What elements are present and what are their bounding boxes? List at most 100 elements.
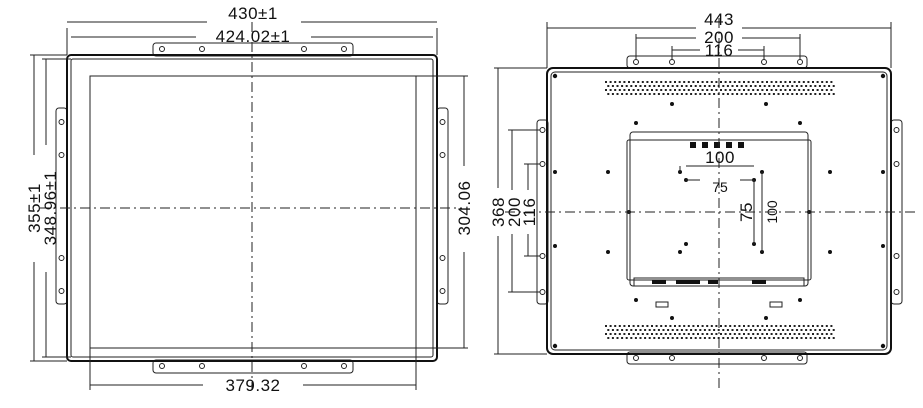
vent-hole: [729, 89, 732, 91]
vent-hole: [761, 81, 764, 83]
vent-hole: [653, 329, 656, 331]
vent-hole: [747, 81, 750, 83]
vent-hole: [708, 329, 711, 331]
vent-hole: [611, 85, 614, 87]
vent-hole: [683, 89, 686, 91]
vent-hole: [726, 85, 729, 87]
vent-hole: [676, 337, 679, 339]
vent-hole: [814, 329, 817, 331]
vent-hole: [782, 93, 785, 95]
dim-front-inner-height: 348.96±1: [41, 171, 60, 246]
vent-hole: [791, 85, 794, 87]
front-bracket-hole: [301, 46, 307, 52]
vent-hole: [772, 329, 775, 331]
vent-hole: [805, 337, 808, 339]
vent-hole: [823, 329, 826, 331]
dim-front-overall-width: 430±1: [228, 4, 278, 23]
vent-hole: [676, 329, 679, 331]
vent-hole: [717, 329, 720, 331]
vent-hole: [674, 333, 676, 335]
vent-hole: [766, 81, 768, 83]
vent-hole: [701, 89, 704, 91]
vent-hole: [685, 329, 688, 331]
vent-hole: [756, 89, 759, 91]
vent-hole: [699, 337, 702, 339]
vent-hole: [805, 93, 808, 95]
vent-hole: [609, 81, 612, 83]
vent-hole: [816, 333, 819, 335]
dim-front-active-height: 304.06: [455, 181, 474, 236]
vent-hole: [791, 329, 794, 331]
vent-hole: [747, 89, 750, 91]
vent-hole: [690, 329, 693, 331]
vent-hole: [664, 333, 667, 335]
vent-hole: [789, 325, 791, 327]
vent-hole: [706, 89, 709, 91]
vent-hole: [715, 325, 718, 327]
vent-hole: [641, 333, 644, 335]
vent-hole: [738, 333, 741, 335]
vent-hole: [669, 333, 672, 335]
vent-hole: [676, 85, 679, 87]
vent-hole: [745, 85, 748, 87]
vent-hole: [715, 89, 718, 91]
vent-hole: [782, 85, 785, 87]
vent-hole: [775, 325, 778, 327]
vent-hole: [651, 325, 653, 327]
vent-hole: [646, 325, 649, 327]
vent-hole: [759, 85, 762, 87]
vent-hole: [800, 85, 803, 87]
vent-hole: [825, 325, 828, 327]
vent-hole: [646, 89, 649, 91]
vent-hole: [713, 337, 716, 339]
vent-hole: [694, 329, 697, 331]
vent-hole: [825, 81, 828, 83]
vent-hole: [616, 93, 619, 95]
vent-hole: [611, 329, 614, 331]
vent-hole: [724, 325, 727, 327]
vent-hole: [639, 93, 642, 95]
vent-hole: [722, 93, 725, 95]
vent-hole: [713, 329, 716, 331]
dim-rear-hole-span-200: 200: [704, 28, 734, 47]
vent-hole: [777, 85, 780, 87]
vent-hole: [791, 93, 794, 95]
vent-hole: [793, 81, 796, 83]
vent-hole: [651, 89, 653, 91]
vent-hole: [644, 337, 647, 339]
vent-hole: [828, 93, 831, 95]
vent-hole: [685, 85, 688, 87]
vent-hole: [720, 325, 722, 327]
vent-hole: [710, 325, 713, 327]
vent-hole: [660, 89, 663, 91]
vent-hole: [653, 93, 656, 95]
vent-hole: [628, 89, 630, 91]
vent-hole: [607, 337, 610, 339]
vent-hole: [832, 337, 835, 339]
vent-hole: [821, 325, 824, 327]
vent-hole: [786, 93, 789, 95]
vent-hole: [805, 85, 808, 87]
vent-hole: [671, 93, 674, 95]
vent-hole: [807, 89, 810, 91]
vent-hole: [816, 89, 819, 91]
vent-hole: [807, 325, 810, 327]
vent-hole: [660, 81, 663, 83]
vent-hole: [752, 89, 755, 91]
vent-hole: [772, 93, 775, 95]
dim-rear-height-200: 200: [505, 197, 524, 227]
vent-hole: [667, 85, 670, 87]
vent-hole: [683, 325, 686, 327]
vent-hole: [786, 329, 789, 331]
dim-rear-vesa-75-h: 75: [712, 179, 728, 195]
vent-hole: [823, 85, 826, 87]
vent-hole: [738, 81, 741, 83]
vent-hole: [800, 93, 803, 95]
vent-hole: [754, 93, 757, 95]
dim-rear-hole-span-116: 116: [705, 41, 734, 60]
vent-hole: [641, 325, 644, 327]
vent-hole: [832, 329, 835, 331]
vent-hole: [609, 89, 612, 91]
vent-hole: [680, 337, 683, 339]
vent-hole: [662, 85, 665, 87]
